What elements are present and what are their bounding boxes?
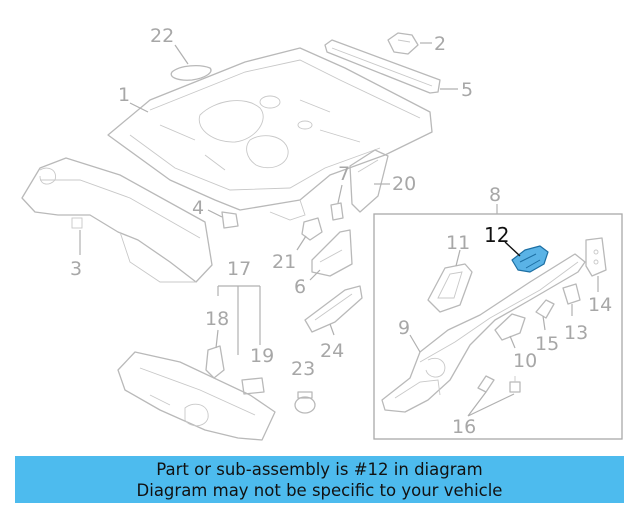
callout-13: 13 xyxy=(564,322,588,344)
part-16 xyxy=(477,375,521,393)
callout-22: 22 xyxy=(150,25,174,47)
callout-3: 3 xyxy=(70,258,82,280)
part-13 xyxy=(562,283,581,305)
callout-16: 16 xyxy=(452,416,476,438)
highlighted-part-12[interactable] xyxy=(511,245,549,273)
callout-14: 14 xyxy=(588,294,612,316)
callout-20: 20 xyxy=(392,173,416,195)
part-10 xyxy=(494,313,526,341)
callout-1: 1 xyxy=(118,84,130,106)
plate-part-22 xyxy=(170,65,212,81)
callout-17: 17 xyxy=(227,258,251,280)
callout-12: 12 xyxy=(484,223,509,247)
callout-7: 7 xyxy=(338,163,350,185)
part-18 xyxy=(205,345,225,379)
banner-line-2: Diagram may not be specific to your vehi… xyxy=(136,480,503,500)
callout-18: 18 xyxy=(205,308,229,330)
callout-24: 24 xyxy=(320,340,344,362)
side-rail-part-9 xyxy=(381,253,586,413)
plug-part-23 xyxy=(294,391,316,414)
rear-floor-pan-part xyxy=(107,47,433,221)
callout-9: 9 xyxy=(398,317,410,339)
bracket-part-6 xyxy=(311,229,353,277)
mount-part-21 xyxy=(301,217,323,241)
side-panel-part-20 xyxy=(349,149,389,213)
front-cross-member-part-3 xyxy=(21,157,213,283)
bracket-part-7 xyxy=(330,202,344,221)
callout-2: 2 xyxy=(434,33,446,55)
callout-23: 23 xyxy=(291,358,315,380)
callout-21: 21 xyxy=(272,251,296,273)
parts-diagram: 1 22 2 5 3 4 7 20 xyxy=(21,25,623,441)
callout-5: 5 xyxy=(461,79,473,101)
rear-frame-part xyxy=(117,351,276,441)
bracket-part-2 xyxy=(387,32,419,55)
callout-8: 8 xyxy=(489,184,501,206)
cross-member-part-5 xyxy=(324,39,441,94)
part-15 xyxy=(535,299,555,319)
callout-19: 19 xyxy=(250,345,274,367)
banner-line-1: Part or sub-assembly is #12 in diagram xyxy=(156,459,483,479)
detail-view-frame xyxy=(373,213,623,440)
clip-part-4 xyxy=(221,211,239,229)
callout-6: 6 xyxy=(294,276,306,298)
rail-part-24 xyxy=(304,285,363,333)
callout-4: 4 xyxy=(192,197,204,219)
part-19 xyxy=(241,377,265,395)
callout-15: 15 xyxy=(535,333,559,355)
info-banner: Part or sub-assembly is #12 in diagram D… xyxy=(15,456,624,503)
callout-11: 11 xyxy=(446,232,470,254)
part-14 xyxy=(585,237,607,277)
pad-part-11 xyxy=(427,263,473,313)
callout-10: 10 xyxy=(513,350,537,372)
